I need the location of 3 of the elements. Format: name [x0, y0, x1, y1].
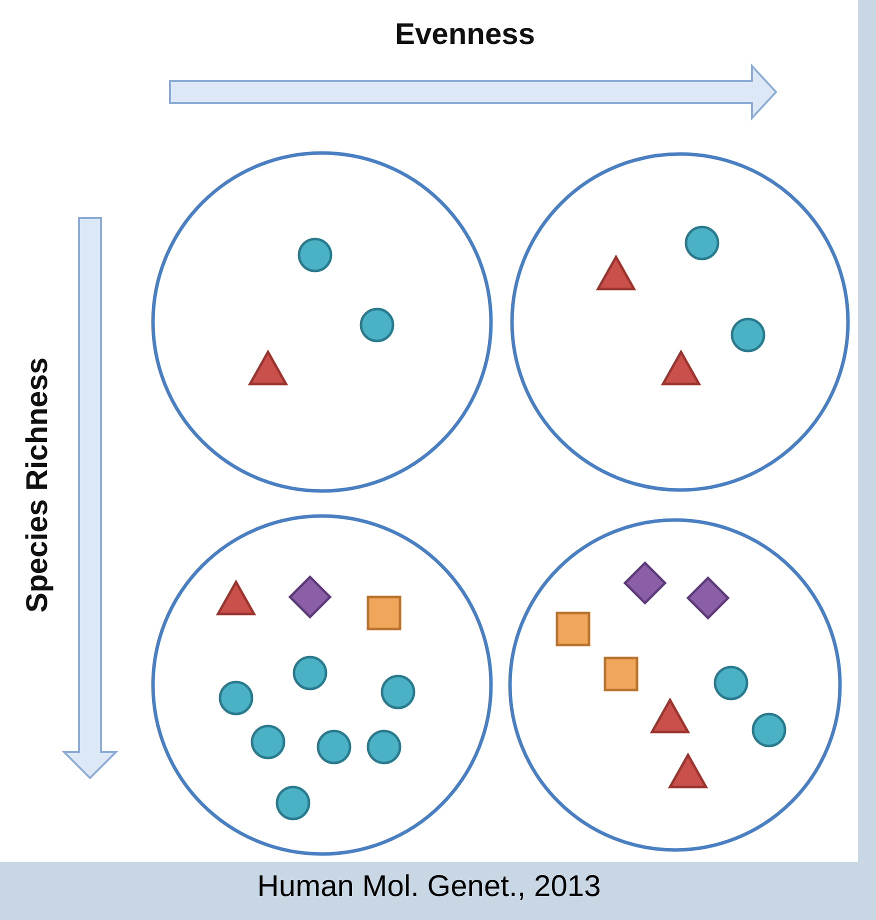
horizontal-axis-label: Evenness	[394, 18, 536, 52]
vertical-axis-label: Species Richness	[21, 357, 55, 613]
caption: Human Mol. Genet., 2013	[256, 870, 602, 904]
